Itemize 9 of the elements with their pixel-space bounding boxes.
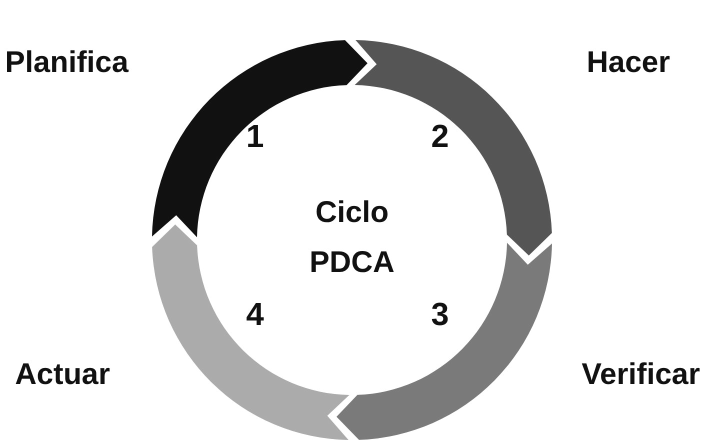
step-number: 1 (246, 118, 264, 154)
step-number: 3 (431, 296, 449, 332)
stage-label: Verificar (582, 358, 700, 391)
cycle-title: Ciclo PDCA (309, 196, 394, 279)
step-number: 2 (431, 118, 449, 154)
stage-label: Planifica (5, 46, 128, 79)
stage-label: Actuar (15, 358, 110, 391)
step-number: 4 (246, 296, 264, 332)
stage-label: Hacer (586, 46, 670, 79)
